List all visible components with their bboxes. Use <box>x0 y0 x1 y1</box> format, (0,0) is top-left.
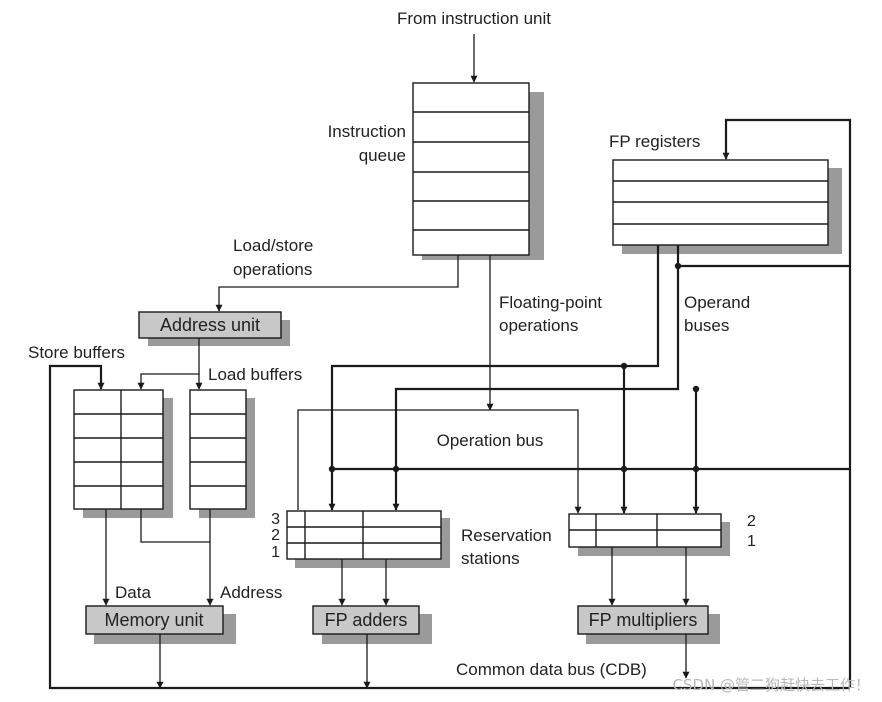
common-data-bus <box>48 118 852 690</box>
fp-adders-box <box>312 605 420 635</box>
connections <box>102 34 690 689</box>
data-label: Data <box>115 583 151 602</box>
operand-buses-label-2: buses <box>684 316 729 335</box>
adder-rs-number-3: 3 <box>271 511 280 528</box>
fp-ops-label-2: operations <box>499 316 578 335</box>
operation-bus-line <box>297 409 582 514</box>
fp-registers-label: FP registers <box>609 132 700 151</box>
adder-rs-number-2: 2 <box>271 527 280 544</box>
memory-unit-label: Memory unit <box>104 610 203 630</box>
bus-junctions <box>328 262 700 473</box>
mult-rs-number-2: 2 <box>747 513 756 530</box>
csdn-watermark: CSDN @管二狗赶快去工作！ <box>672 676 870 694</box>
operation-bus-label: Operation bus <box>437 431 544 450</box>
from-instruction-unit-label: From instruction unit <box>397 9 551 28</box>
store-buffers-label: Store buffers <box>28 343 125 362</box>
fp-registers-file <box>612 159 829 246</box>
instruction-queue-label-2: queue <box>359 146 406 165</box>
address-path <box>140 509 214 606</box>
reservation-stations-label-2: stations <box>461 549 520 568</box>
address-label: Address <box>220 583 282 602</box>
load-store-label-2: operations <box>233 260 312 279</box>
fp-ops-label-1: Floating-point <box>499 293 602 312</box>
store-buffers-box <box>73 389 164 510</box>
fp-adders-label: FP adders <box>325 610 408 630</box>
mult-rs-number-1: 1 <box>747 533 756 550</box>
load-buffers-box <box>189 389 247 510</box>
cdb-label: Common data bus (CDB) <box>456 660 647 679</box>
multiplier-reservation-stations <box>568 513 722 548</box>
fp-multipliers-box <box>577 605 709 635</box>
instruction-queue <box>412 82 530 256</box>
fp-multipliers-label: FP multipliers <box>589 610 698 630</box>
load-store-path <box>215 255 459 312</box>
load-store-label-1: Load/store <box>233 236 313 255</box>
instruction-queue-label-1: Instruction <box>328 122 406 141</box>
operand-buses-label-1: Operand <box>684 293 750 312</box>
memory-unit-box <box>85 605 224 635</box>
load-buffers-label: Load buffers <box>208 365 302 384</box>
adder-rs-number-1: 1 <box>271 544 280 561</box>
address-to-buffers <box>137 338 200 390</box>
operand-buses <box>328 245 850 514</box>
adder-reservation-stations <box>286 510 442 560</box>
address-unit-label: Address unit <box>160 315 260 335</box>
reservation-stations-label-1: Reservation <box>461 526 552 545</box>
address-unit-box <box>138 311 282 339</box>
